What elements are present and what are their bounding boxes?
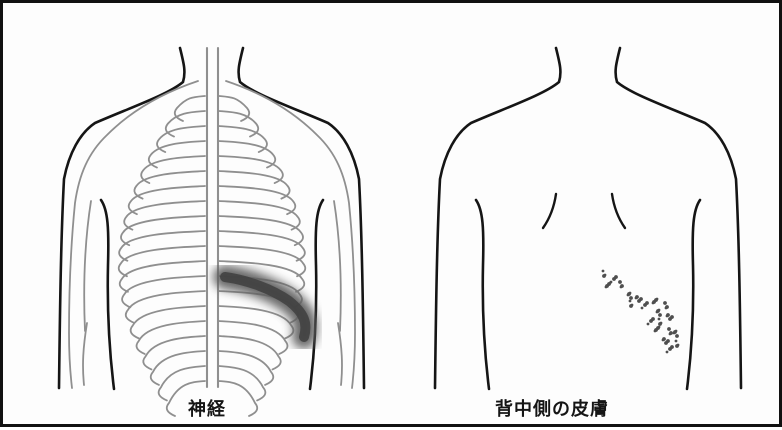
nerve-branch-left (127, 185, 206, 216)
rash-dot (662, 337, 666, 341)
rash-dot (659, 321, 663, 325)
rash-dot (675, 334, 679, 338)
nerve-side-branch (333, 200, 342, 332)
rash-dot (674, 329, 678, 333)
nerve-branch-left (157, 365, 206, 402)
rash-dot (629, 296, 633, 300)
nerve-branch-left (140, 155, 206, 185)
rash-dot (655, 297, 659, 301)
rash-dot (665, 350, 669, 354)
rash-dot (665, 305, 669, 309)
rash-dot (670, 315, 674, 319)
nerve-branch-left (156, 125, 206, 153)
rash-dot (639, 297, 643, 301)
rash-dot (618, 280, 622, 284)
rash-dot (657, 317, 661, 321)
nerve-branch-right (218, 215, 304, 247)
nerve-side-branch (83, 200, 92, 332)
nerve-branch-right (218, 320, 289, 355)
rash-dot (645, 301, 649, 305)
nerve-branch-right (218, 365, 267, 402)
nerve-branch-left (120, 215, 206, 247)
nerve-branch-left (129, 305, 206, 340)
nerve-caption: 神経 (188, 399, 226, 420)
rash-dot (635, 295, 639, 299)
nerve-branch-right (218, 230, 306, 262)
nerve-branch-right (218, 305, 295, 340)
rash-dot (674, 339, 678, 343)
nerve-branch-right (218, 95, 251, 122)
rash-dot (640, 306, 644, 310)
nerve-side-branch (337, 322, 343, 386)
rash-dot (628, 299, 632, 303)
nerve-branch-right (218, 125, 268, 153)
rash-dot (676, 343, 680, 347)
nerve-branch-left (164, 110, 206, 138)
rash-dot (669, 331, 673, 335)
nerve-branch-right (218, 185, 297, 216)
rash-dot (666, 339, 670, 343)
rash-dot (657, 325, 661, 329)
rash-dot (614, 275, 618, 279)
rash-dot (666, 313, 670, 317)
right-back-figure (433, 46, 743, 391)
rash-dot (657, 308, 661, 312)
nerve-side-branch (82, 322, 88, 386)
nerve-branch-right (218, 110, 260, 138)
nerve-branch-left (121, 275, 206, 309)
nerve-branch-left (133, 170, 206, 200)
rash-dot (601, 269, 605, 273)
nerve-branch-left (123, 200, 206, 231)
rash-dot (630, 303, 634, 307)
nerve-branch-left (118, 260, 206, 293)
rash-dot (667, 327, 671, 331)
nerve-branch-right (218, 350, 275, 386)
nerve-branch-left (117, 245, 206, 278)
nerve-branch-left (124, 290, 206, 324)
rash-dot (658, 313, 662, 317)
nerve-branch-right (218, 170, 291, 200)
skin-caption: 背中側の皮膚 (495, 399, 609, 420)
rash-dot (646, 322, 650, 326)
nerve-branch-left (173, 95, 206, 122)
rash-dot (670, 345, 674, 349)
rash-dot (620, 284, 624, 288)
rash-dot (663, 301, 667, 305)
rash-dot (603, 273, 607, 277)
rash-dot (628, 291, 632, 295)
nerve-branch-right (218, 260, 306, 293)
nerve-branch-left (118, 230, 206, 262)
nerve-branch-right (218, 335, 282, 371)
nerve-branch-right (218, 380, 259, 417)
nerve-branch-left (135, 320, 206, 355)
nerve-branch-right (218, 245, 307, 278)
rash-dot (608, 281, 612, 285)
nerve-branch-right (218, 200, 301, 231)
nerve-branch-left (165, 380, 206, 417)
nerve-branch-left (142, 335, 206, 371)
nerve-branch-right (218, 155, 284, 185)
nerve-branch-left (149, 350, 206, 386)
left-back-figure (57, 46, 366, 417)
anatomy-diagram (57, 46, 743, 417)
rash-dot (651, 317, 655, 321)
